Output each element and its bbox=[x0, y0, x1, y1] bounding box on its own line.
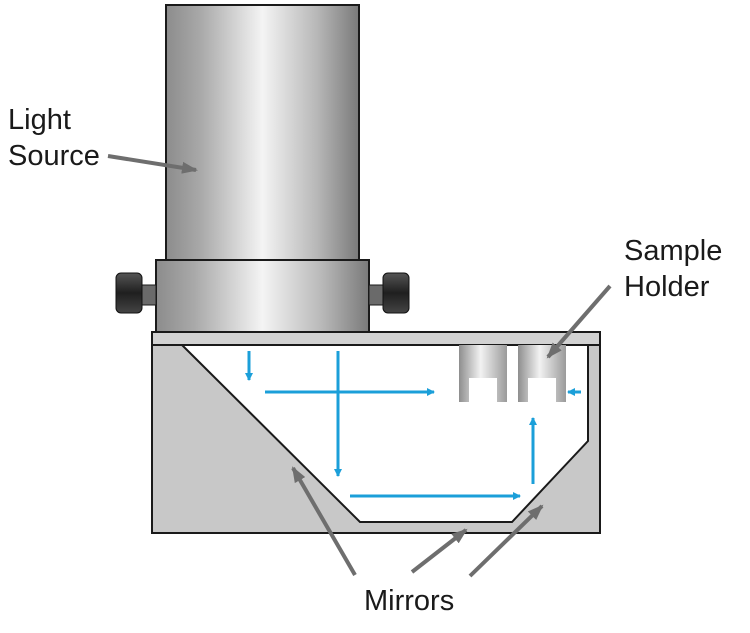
sample-holder-label-line2: Holder bbox=[624, 271, 710, 303]
top-plate bbox=[151, 331, 601, 346]
mirror-pointer-left bbox=[291, 466, 357, 577]
lamp-icon bbox=[155, 4, 370, 333]
lamp-cylinder bbox=[165, 4, 360, 261]
mirror-pointer-right bbox=[468, 504, 544, 578]
mirrors-label: Mirrors bbox=[364, 585, 454, 617]
mirror-pointer-bottom bbox=[410, 528, 468, 574]
sample-holder-pointer bbox=[546, 284, 612, 359]
lamp-collar bbox=[155, 259, 370, 333]
right-knob-icon bbox=[368, 272, 410, 314]
light-source-label-line1: Light bbox=[8, 104, 71, 136]
left-knob-icon bbox=[115, 272, 157, 314]
light-source-label-line2: Source bbox=[8, 140, 100, 172]
sample-holder-label-line1: Sample bbox=[624, 235, 722, 267]
beam-path bbox=[245, 351, 581, 500]
light-source-pointer bbox=[107, 154, 198, 174]
cuvette-icon bbox=[459, 345, 566, 402]
sample-holder-label: Sample Holder bbox=[624, 235, 730, 303]
housing bbox=[151, 331, 601, 534]
light-source-label: Light Source bbox=[8, 104, 100, 172]
pointer-arrows bbox=[107, 154, 612, 578]
